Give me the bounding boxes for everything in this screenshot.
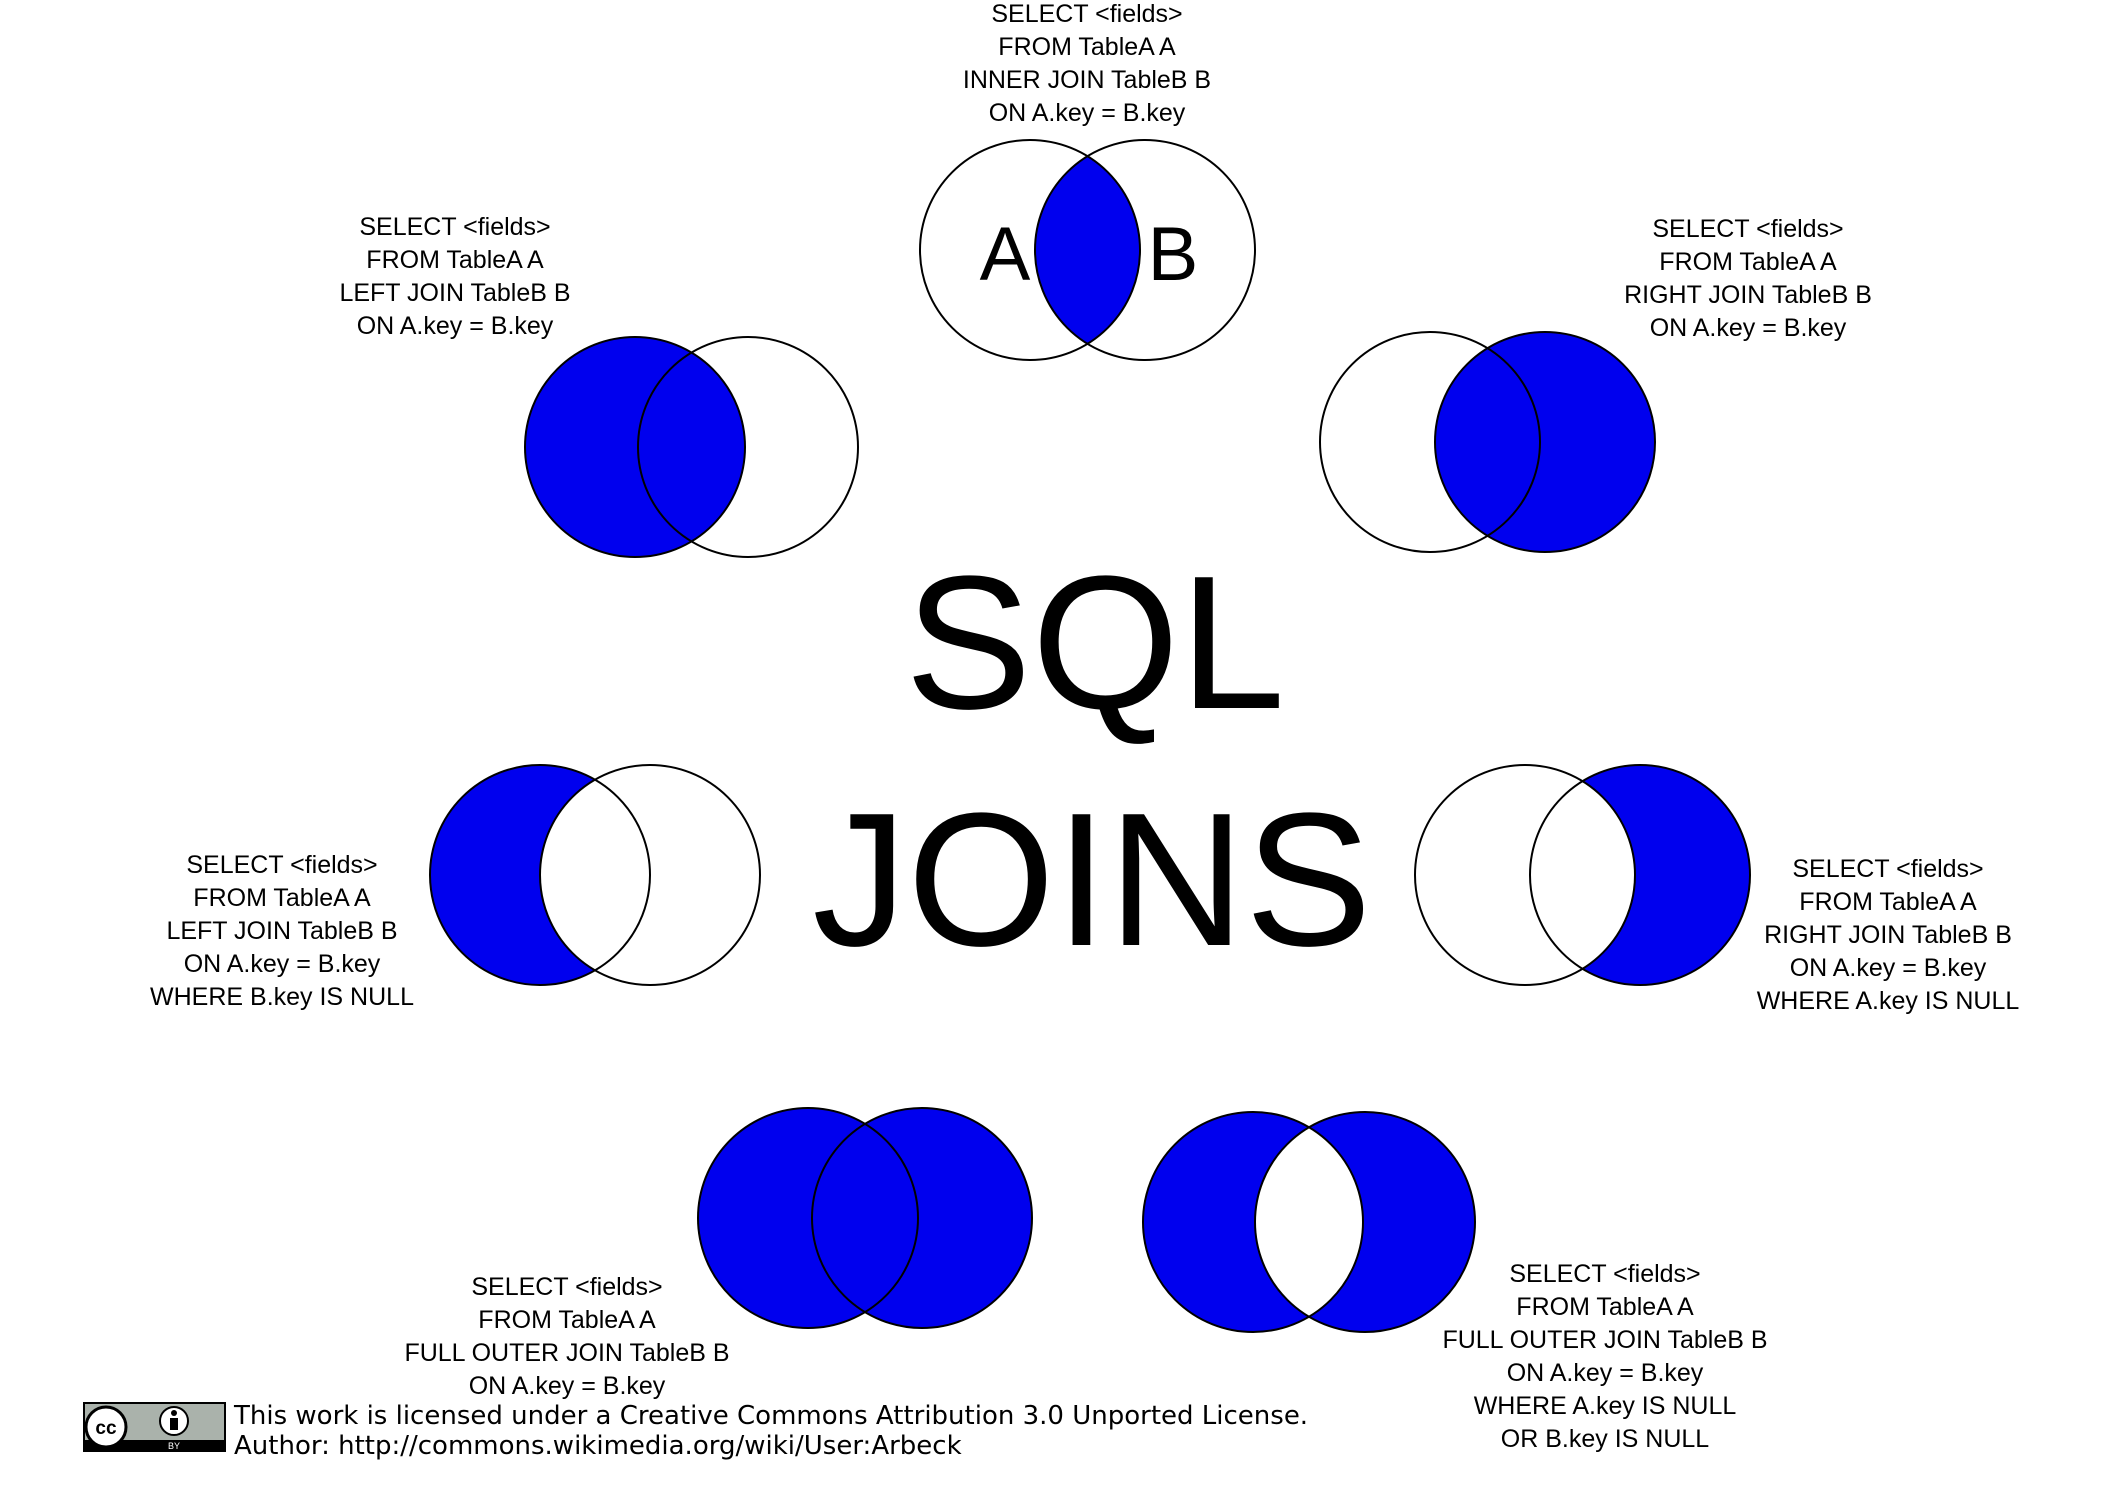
sql-line: ON A.key = B.key bbox=[184, 950, 381, 978]
sql-line: SELECT <fields> bbox=[1509, 1260, 1700, 1288]
sql-line: SELECT <fields> bbox=[359, 213, 550, 241]
set-label-a: A bbox=[980, 212, 1031, 297]
sql-line: INNER JOIN TableB B bbox=[963, 66, 1211, 94]
by-letters: BY bbox=[168, 1441, 180, 1451]
sql-line: WHERE A.key IS NULL bbox=[1474, 1392, 1737, 1420]
sql-line: ON A.key = B.key bbox=[1790, 954, 1987, 982]
circle-b bbox=[1254, 1111, 1476, 1333]
sql-right-excluding-join: SELECT <fields> FROM TableA A RIGHT JOIN T… bbox=[1757, 855, 2020, 1015]
sql-line: FROM TableA A bbox=[193, 884, 371, 912]
cc-icon bbox=[84, 1405, 128, 1449]
sql-line: OR B.key IS NULL bbox=[1501, 1425, 1709, 1453]
sql-line: LEFT JOIN TableB B bbox=[339, 279, 570, 307]
intersection-blank bbox=[1255, 1112, 1363, 1332]
intersection-blank bbox=[1530, 765, 1635, 985]
circle-a bbox=[697, 1107, 919, 1329]
circle-a bbox=[1319, 331, 1541, 553]
circle-b bbox=[811, 1107, 1033, 1329]
sql-line: RIGHT JOIN TableB B bbox=[1764, 921, 2012, 949]
intersection-blank bbox=[540, 765, 650, 985]
sql-line: SELECT <fields> bbox=[471, 1273, 662, 1301]
inner-intersection-fill bbox=[1035, 140, 1140, 360]
sql-line: FROM TableA A bbox=[1799, 888, 1977, 916]
sql-line: ON A.key = B.key bbox=[357, 312, 554, 340]
title-joins: JOINS bbox=[812, 774, 1372, 986]
sql-line: FROM TableA A bbox=[366, 246, 544, 274]
sql-line: FROM TableA A bbox=[1516, 1293, 1694, 1321]
circle-a bbox=[919, 139, 1141, 361]
sql-line: ON A.key = B.key bbox=[1507, 1359, 1704, 1387]
circle-b bbox=[1434, 331, 1656, 553]
circle-b bbox=[637, 336, 859, 558]
circle-b bbox=[1034, 139, 1256, 361]
sql-inner-join: SELECT <fields> FROM TableA A INNER JOIN T… bbox=[963, 0, 1211, 127]
circle-a bbox=[1414, 764, 1636, 986]
sql-line: LEFT JOIN TableB B bbox=[166, 917, 397, 945]
license-line: This work is licensed under a Creative C… bbox=[233, 1401, 1308, 1431]
sql-line: WHERE B.key IS NULL bbox=[150, 983, 414, 1011]
cc-letters: cc bbox=[95, 1418, 117, 1439]
sql-line: ON A.key = B.key bbox=[989, 99, 1186, 127]
sql-line: SELECT <fields> bbox=[1792, 855, 1983, 883]
venn-right-join bbox=[1319, 331, 1656, 553]
title-sql: SQL bbox=[905, 537, 1285, 749]
b-fill bbox=[812, 1108, 1032, 1328]
sql-full-outer-excluding-join: SELECT <fields> FROM TableA A FULL OUTER J… bbox=[1442, 1260, 1767, 1453]
circle-b bbox=[539, 764, 761, 986]
venn-full-outer-excluding-join bbox=[1142, 1111, 1476, 1333]
sql-full-outer-join: SELECT <fields> FROM TableA A FULL OUTER J… bbox=[404, 1273, 729, 1400]
venn-inner-join: A B bbox=[919, 139, 1256, 361]
sql-line: WHERE A.key IS NULL bbox=[1757, 987, 2020, 1015]
sql-left-join: SELECT <fields> FROM TableA A LEFT JOIN Ta… bbox=[339, 213, 570, 340]
venn-right-excluding-join bbox=[1414, 764, 1751, 986]
sql-line: SELECT <fields> bbox=[186, 851, 377, 879]
sql-right-join: SELECT <fields> FROM TableA A RIGHT JOIN T… bbox=[1624, 215, 1872, 342]
sql-line: ON A.key = B.key bbox=[469, 1372, 666, 1400]
author-line: Author: http://commons.wikimedia.org/wik… bbox=[234, 1431, 962, 1461]
cc-by-badge: cc BY bbox=[83, 1402, 226, 1452]
left-a-fill bbox=[525, 337, 745, 557]
sql-line: FROM TableA A bbox=[998, 33, 1176, 61]
right-b-fill bbox=[1435, 332, 1655, 552]
venn-left-excluding-join bbox=[429, 764, 761, 986]
sql-line: RIGHT JOIN TableB B bbox=[1624, 281, 1872, 309]
circle-b bbox=[1529, 764, 1751, 986]
sql-line: SELECT <fields> bbox=[991, 0, 1182, 28]
sql-left-excluding-join: SELECT <fields> FROM TableA A LEFT JOIN Ta… bbox=[150, 851, 414, 1011]
sql-line: FROM TableA A bbox=[1659, 248, 1837, 276]
venn-left-join bbox=[524, 336, 859, 558]
sql-line: FROM TableA A bbox=[478, 1306, 656, 1334]
venn-full-outer-join bbox=[697, 1107, 1033, 1329]
sql-line: FULL OUTER JOIN TableB B bbox=[404, 1339, 729, 1367]
sql-line: SELECT <fields> bbox=[1652, 215, 1843, 243]
attribution-icon bbox=[159, 1406, 189, 1436]
circle-a bbox=[1142, 1111, 1364, 1333]
sql-line: ON A.key = B.key bbox=[1650, 314, 1847, 342]
circle-a bbox=[429, 764, 651, 986]
badge-strip bbox=[84, 1440, 225, 1451]
circle-a bbox=[524, 336, 746, 558]
sql-line: FULL OUTER JOIN TableB B bbox=[1442, 1326, 1767, 1354]
set-label-b: B bbox=[1148, 212, 1199, 297]
